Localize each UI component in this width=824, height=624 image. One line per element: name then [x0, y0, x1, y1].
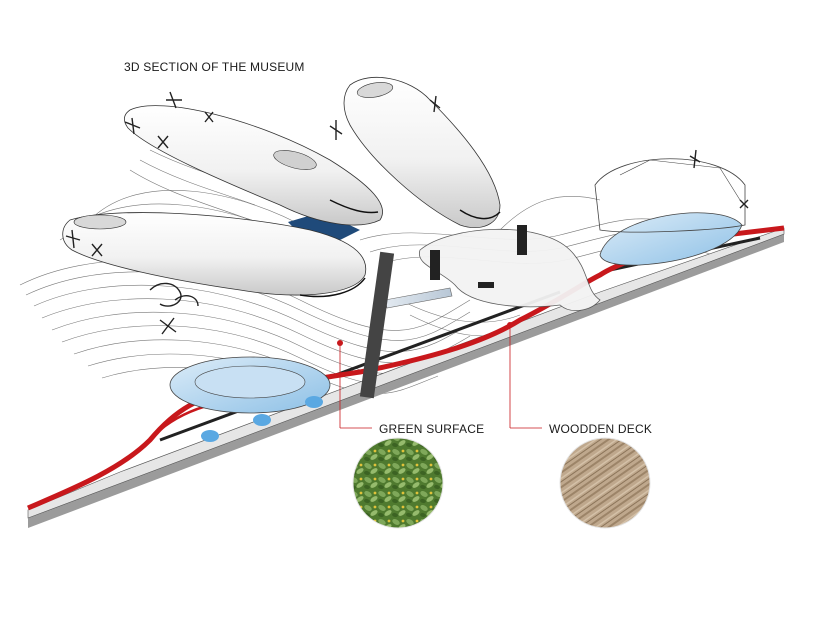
- pod-upper-left: [124, 105, 383, 226]
- platform-post: [517, 225, 527, 255]
- green-surface-marker: [337, 340, 343, 346]
- grass-texture-icon: [353, 438, 443, 528]
- wooden-deck-label: WOODDEN DECK: [549, 422, 653, 436]
- pillar-left: [359, 251, 395, 399]
- wood-texture-icon: [560, 438, 650, 528]
- pillar-mid: [430, 250, 440, 280]
- floor-strip: [159, 290, 561, 442]
- section-cut-line: [27, 225, 785, 511]
- central-platform: [419, 228, 601, 311]
- propeller-icons: [65, 91, 749, 335]
- diagram-title: 3D SECTION OF THE MUSEUM: [124, 60, 305, 74]
- leader-lines: [339, 325, 542, 429]
- water-basin-right: [594, 158, 746, 266]
- pod-upper-center: [343, 77, 501, 229]
- green-surface-label: GREEN SURFACE: [379, 422, 485, 436]
- water-basin-left: [169, 356, 331, 442]
- ground-slab-side: [28, 232, 784, 528]
- platform-slot: [478, 282, 494, 288]
- pod-lower-left: [62, 212, 367, 298]
- wooden-deck-marker: [507, 322, 513, 328]
- glass-bridge: [384, 287, 453, 309]
